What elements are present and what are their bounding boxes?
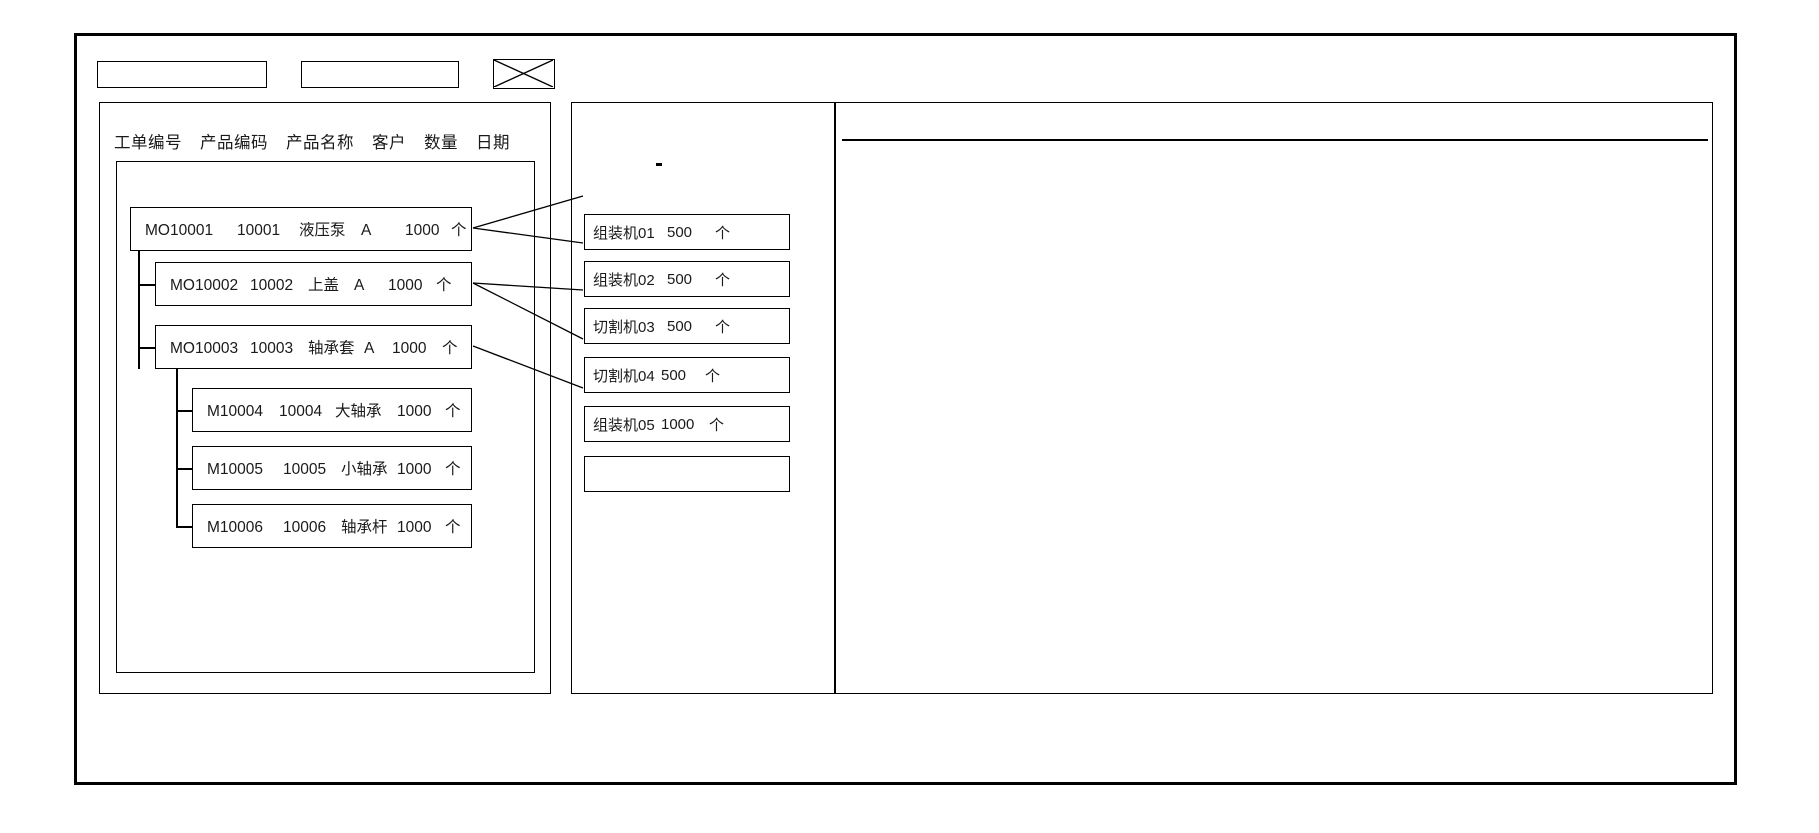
- machine-card-empty-slot[interactable]: [584, 456, 790, 492]
- tree-connector-branch-1: [138, 284, 156, 286]
- cell-product-code: 10005: [283, 461, 327, 478]
- work-order-row[interactable]: M10004 10004 大轴承 1000 个: [192, 388, 472, 432]
- machine-quantity: 500: [667, 223, 693, 241]
- tree-connector-branch-2: [138, 347, 156, 349]
- machine-unit: 个: [715, 318, 731, 336]
- cell-product-code: 10006: [283, 519, 327, 536]
- cell-unit: 个: [445, 403, 461, 420]
- cell-product-code: 10004: [279, 403, 323, 420]
- machine-allocation-panel: 组装机01 500 个 组装机02 500 个 切割机03 500 个 切割机0…: [571, 102, 835, 694]
- machine-quantity: 500: [667, 270, 693, 288]
- machine-card[interactable]: 切割机03 500 个: [584, 308, 790, 344]
- cell-unit: 个: [451, 222, 467, 239]
- machine-card[interactable]: 切割机04 500 个: [584, 357, 790, 393]
- cell-unit: 个: [442, 340, 458, 357]
- cell-order-no: MO10002: [170, 277, 239, 294]
- work-order-row[interactable]: MO10001 10001 液压泵 A 1000 个: [130, 207, 472, 251]
- cell-product-name: 液压泵: [299, 222, 346, 239]
- tree-connector-branch-5: [176, 526, 193, 528]
- machine-unit: 个: [715, 271, 731, 289]
- panel-marker-dot: [656, 163, 662, 166]
- tree-connector-spine-1: [138, 251, 140, 369]
- tree-connector-branch-3: [176, 410, 193, 412]
- app-window: 工单编号 产品编码 产品名称 客户 数量 日期 MO10001 10001 液压…: [74, 33, 1737, 785]
- cell-order-no: M10004: [207, 403, 264, 420]
- cell-product-name: 上盖: [308, 277, 340, 294]
- cell-product-name: 轴承套: [308, 340, 355, 357]
- cell-unit: 个: [445, 461, 461, 478]
- cell-order-no: M10006: [207, 519, 264, 536]
- machine-unit: 个: [705, 367, 721, 385]
- cell-quantity: 1000: [392, 340, 427, 357]
- detail-panel-header-divider: [842, 139, 1708, 141]
- toolbar-field-2[interactable]: [301, 60, 459, 88]
- machine-unit: 个: [709, 416, 725, 434]
- machine-unit: 个: [715, 224, 731, 242]
- cell-quantity: 1000: [388, 277, 423, 294]
- cell-product-name: 轴承杆: [341, 519, 388, 536]
- cell-quantity: 1000: [397, 461, 432, 478]
- machine-quantity: 500: [661, 366, 687, 384]
- machine-name: 组装机01: [593, 224, 655, 242]
- column-header-order-no: 工单编号: [114, 134, 182, 152]
- cell-customer: A: [364, 340, 375, 357]
- machine-card[interactable]: 组装机01 500 个: [584, 214, 790, 250]
- cell-order-no: M10005: [207, 461, 264, 478]
- cell-unit: 个: [445, 519, 461, 536]
- machine-quantity: 500: [667, 317, 693, 335]
- work-order-row[interactable]: MO10003 10003 轴承套 A 1000 个: [155, 325, 472, 369]
- cell-order-no: MO10003: [170, 340, 239, 357]
- detail-panel: [835, 102, 1713, 694]
- work-order-row[interactable]: M10005 10005 小轴承 1000 个: [192, 446, 472, 490]
- tree-connector-spine-2: [176, 369, 178, 526]
- cell-product-code: 10001: [237, 222, 281, 239]
- cell-product-name: 小轴承: [341, 461, 388, 478]
- tree-connector-branch-4: [176, 468, 193, 470]
- cell-unit: 个: [436, 277, 452, 294]
- cell-quantity: 1000: [397, 403, 432, 420]
- column-header-product-code: 产品编码: [200, 134, 268, 152]
- toolbar: [97, 59, 555, 89]
- work-order-column-headers: 工单编号 产品编码 产品名称 客户 数量 日期: [114, 129, 510, 153]
- machine-name: 组装机02: [593, 271, 655, 289]
- crossed-box-icon[interactable]: [493, 59, 555, 89]
- column-header-customer: 客户: [372, 134, 406, 152]
- cell-quantity: 1000: [397, 519, 432, 536]
- cell-product-code: 10003: [250, 340, 294, 357]
- column-header-product-name: 产品名称: [286, 134, 354, 152]
- cell-customer: A: [361, 222, 372, 239]
- column-header-quantity: 数量: [424, 134, 458, 152]
- machine-name: 组装机05: [593, 416, 655, 434]
- machine-card[interactable]: 组装机05 1000 个: [584, 406, 790, 442]
- machine-name: 切割机04: [593, 367, 655, 385]
- cell-product-name: 大轴承: [335, 403, 382, 420]
- cell-customer: A: [354, 277, 365, 294]
- cell-order-no: MO10001: [145, 222, 214, 239]
- work-order-panel: 工单编号 产品编码 产品名称 客户 数量 日期 MO10001 10001 液压…: [99, 102, 551, 694]
- work-order-row[interactable]: MO10002 10002 上盖 A 1000 个: [155, 262, 472, 306]
- column-header-date: 日期: [476, 134, 510, 152]
- work-order-row[interactable]: M10006 10006 轴承杆 1000 个: [192, 504, 472, 548]
- machine-name: 切割机03: [593, 318, 655, 336]
- machine-quantity: 1000: [661, 415, 695, 433]
- toolbar-field-1[interactable]: [97, 60, 267, 88]
- machine-card[interactable]: 组装机02 500 个: [584, 261, 790, 297]
- cell-product-code: 10002: [250, 277, 294, 294]
- cell-quantity: 1000: [405, 222, 440, 239]
